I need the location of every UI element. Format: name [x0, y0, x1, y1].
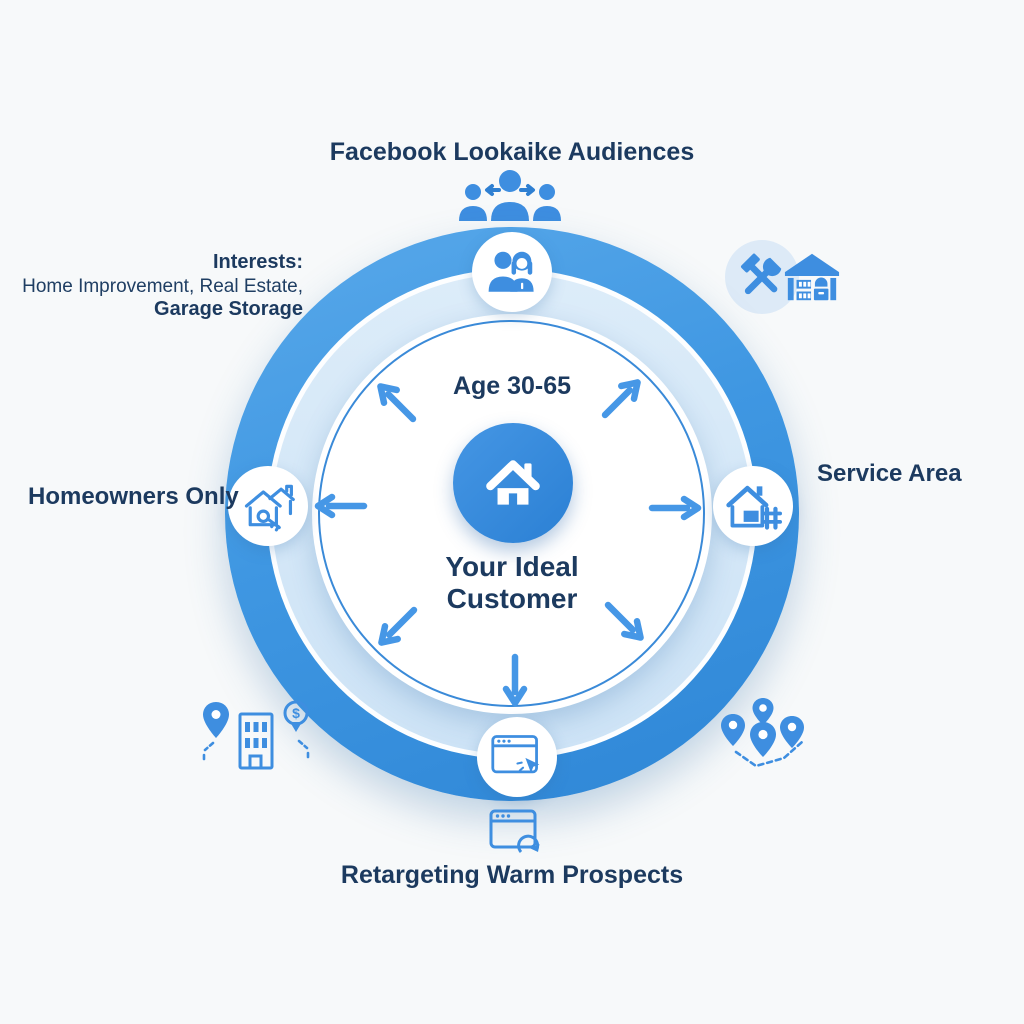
- hammer-wrench-icon: [740, 251, 788, 295]
- home-icon: [486, 460, 540, 505]
- ring-node-top: [472, 232, 552, 312]
- local-business-pins-icon: $: [202, 700, 310, 770]
- arrow-right-icon: [648, 495, 702, 521]
- homeowners-label: Homeowners Only: [28, 483, 239, 510]
- arrow-down-icon: [502, 653, 528, 707]
- interests-label: Interests: Home Improvement, Real Estate…: [22, 251, 303, 322]
- arrow-down-right-icon: [604, 601, 644, 641]
- garage-storage-icon: [784, 253, 840, 301]
- arrow-down-left-icon: [378, 606, 418, 646]
- map-pins-icon: [721, 698, 804, 768]
- house-key-icon: [244, 484, 295, 532]
- center-home-badge: [453, 423, 573, 543]
- center-label: Your Ideal Customer: [445, 551, 578, 615]
- lookalike-audiences-icon: [459, 170, 561, 221]
- couple-icon: [488, 251, 534, 292]
- ring-node-left: [228, 466, 308, 546]
- inner-circle-border: [318, 320, 705, 707]
- house-service-area-icon: [726, 485, 782, 530]
- interests-line1: Home Improvement, Real Estate,: [22, 275, 303, 297]
- arrow-up-right-icon: [601, 379, 641, 419]
- diagram-title: Facebook Lookaike Audiences: [329, 138, 695, 166]
- center-label-line1: Your Ideal: [445, 551, 579, 582]
- retargeting-label: Retargeting Warm Prospects: [340, 861, 684, 889]
- arrow-left-icon: [314, 493, 368, 519]
- ring-node-bottom: [477, 717, 557, 797]
- center-label-line2: Customer: [446, 583, 578, 614]
- ring-node-right: [713, 466, 793, 546]
- interests-line2: Garage Storage: [154, 298, 303, 320]
- svg-text:$: $: [292, 705, 300, 721]
- service-area-label: Service Area: [817, 460, 962, 487]
- tools-icon-badge: [725, 240, 799, 314]
- interests-heading: Interests:: [212, 251, 303, 273]
- browser-refresh-icon: [489, 809, 540, 853]
- age-label: Age 30-65: [452, 372, 572, 400]
- arrow-up-left-icon: [377, 383, 417, 423]
- browser-cursor-icon: [491, 735, 540, 774]
